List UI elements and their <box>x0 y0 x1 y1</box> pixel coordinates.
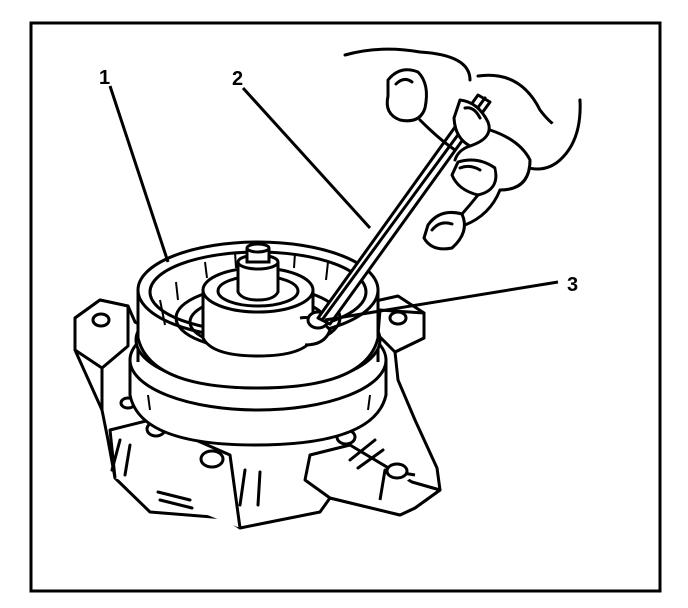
leader-line-1 <box>108 85 170 263</box>
leader-line-2 <box>241 86 372 230</box>
technician-hand <box>316 47 582 326</box>
callout-label-2: 2 <box>232 68 243 90</box>
leader-lines <box>108 85 559 322</box>
figure-frame <box>29 21 662 593</box>
callout-label-1: 1 <box>99 67 110 89</box>
center-hub <box>201 242 315 358</box>
leader-line-3 <box>324 280 559 322</box>
flange-ribs <box>110 438 385 510</box>
callout-label-3: 3 <box>567 274 578 296</box>
